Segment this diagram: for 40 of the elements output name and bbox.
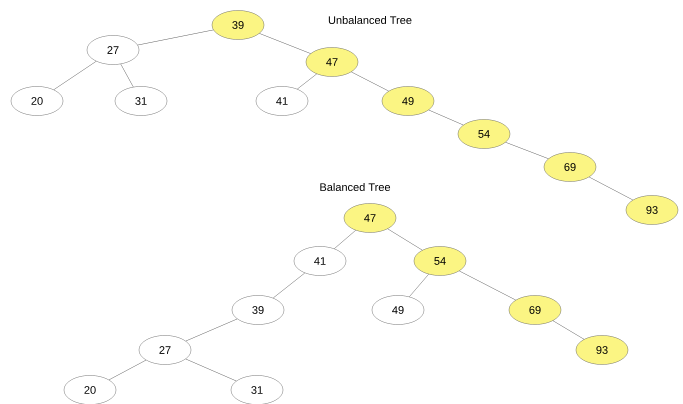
tree-edge: [259, 33, 311, 54]
tree-edge: [54, 61, 96, 90]
tree-node: 69: [508, 295, 562, 325]
tree-node: 47: [306, 47, 358, 77]
tree-title: Unbalanced Tree: [328, 16, 412, 24]
tree-edge: [505, 142, 549, 159]
tree-node: 54: [458, 119, 510, 149]
tree-node: 69: [544, 152, 596, 182]
tree-node: 31: [114, 86, 168, 116]
tree-edge: [186, 318, 238, 342]
tree-title: Balanced Tree: [320, 182, 390, 192]
tree-edge: [334, 230, 356, 249]
tree-node: 39: [212, 10, 264, 40]
tree-edge: [588, 176, 634, 200]
tree-edge: [552, 320, 584, 340]
tree-node: 47: [344, 203, 396, 233]
tree-node: 20: [10, 86, 64, 116]
tree-node: 49: [382, 86, 434, 116]
tree-edge: [272, 272, 306, 298]
tree-edge: [186, 358, 236, 382]
tree-node: 31: [230, 375, 284, 404]
tree-node: 27: [138, 335, 192, 365]
tree-node: 41: [294, 246, 346, 276]
tree-edge: [137, 30, 214, 46]
tree-edge: [387, 228, 423, 250]
tree-edge: [409, 274, 429, 297]
tree-edge: [459, 270, 516, 300]
tree-edge: [297, 74, 317, 90]
tree-edge: [120, 64, 134, 88]
tree-node: 20: [64, 375, 116, 404]
tree-node: 49: [372, 295, 424, 325]
tree-node: 93: [626, 195, 678, 225]
tree-edge: [108, 360, 146, 380]
tree-node: 27: [86, 35, 140, 65]
tree-edge: [428, 110, 464, 126]
tree-node: 39: [232, 295, 284, 325]
tree-edge: [351, 72, 389, 92]
tree-node: 54: [414, 246, 466, 276]
tree-node: 41: [256, 86, 308, 116]
tree-node: 93: [576, 335, 628, 365]
